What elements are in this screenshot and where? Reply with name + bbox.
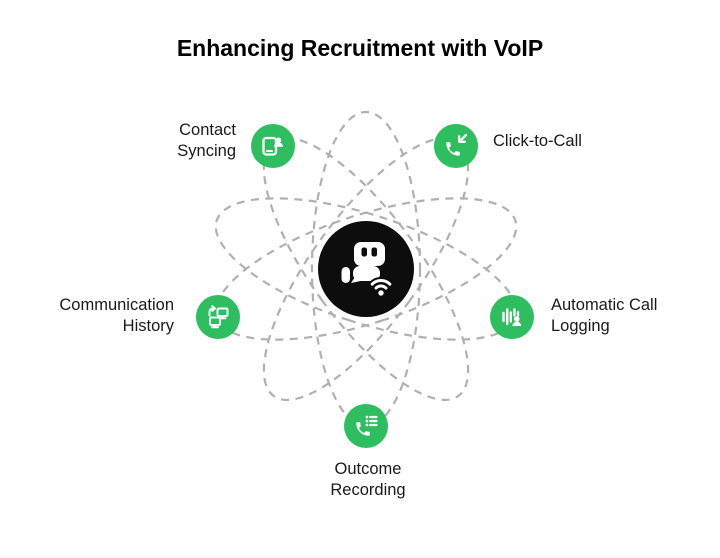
- label-communication-history: Communication History: [59, 295, 174, 337]
- label-contact-syncing: Contact Syncing: [177, 120, 236, 162]
- voice-waveform-person-icon: [502, 308, 522, 326]
- node-circle: [251, 124, 295, 168]
- phone-incoming-call-icon: [446, 133, 468, 156]
- node-circle: [434, 124, 478, 168]
- label-click-to-call: Click-to-Call: [493, 131, 582, 152]
- label-line: Syncing: [177, 142, 236, 160]
- node-outcome-recording: [344, 404, 388, 448]
- label-line: Automatic Call: [551, 296, 658, 314]
- label-line: Logging: [551, 317, 610, 335]
- label-line: Recording: [330, 481, 406, 499]
- phone-checklist-icon: [356, 415, 378, 436]
- label-line: Click-to-Call: [493, 132, 582, 150]
- label-automatic-call-logging: Automatic Call Logging: [551, 295, 657, 337]
- page-title: Enhancing Recruitment with VoIP: [176, 35, 544, 61]
- label-outcome-recording: Outcome Recording: [288, 459, 448, 501]
- label-line: Communication: [59, 296, 174, 314]
- computers-sync-icon: [208, 305, 229, 329]
- node-automatic-call-logging: [490, 295, 534, 339]
- phone-contact-icon: [262, 136, 283, 156]
- label-line: Outcome: [334, 460, 402, 478]
- center-node: [318, 221, 414, 317]
- node-communication-history: [196, 295, 240, 339]
- node-click-to-call: [434, 124, 478, 168]
- label-line: History: [122, 317, 174, 335]
- chatbot-wifi-icon: [341, 242, 394, 296]
- node-contact-syncing: [251, 124, 295, 168]
- label-line: Contact: [179, 121, 236, 139]
